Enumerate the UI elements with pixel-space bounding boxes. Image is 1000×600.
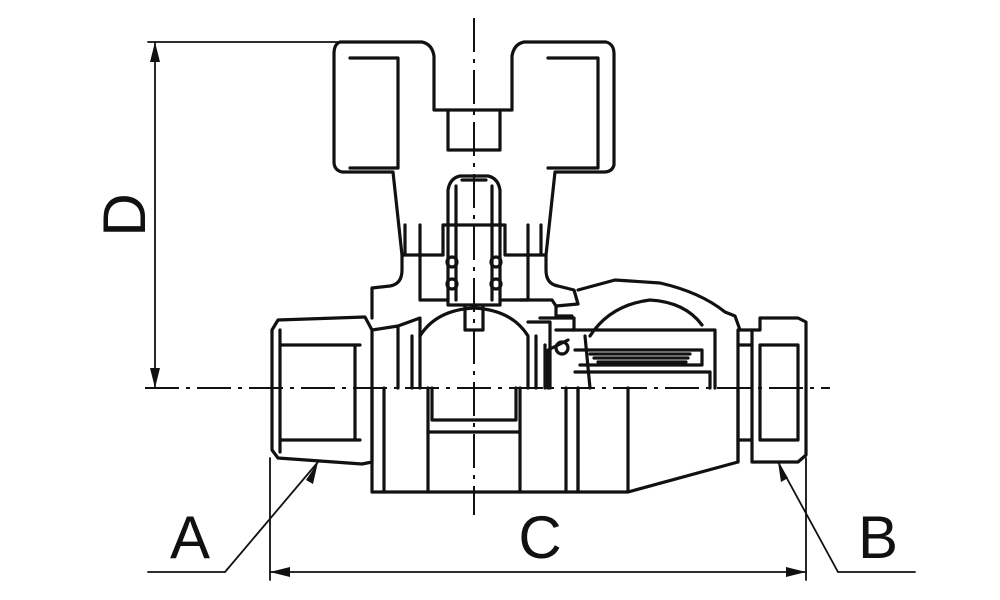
centerlines [145,18,830,515]
o-ring-left-2 [445,277,459,291]
label-c: C [518,504,561,571]
label-b: B [858,504,898,571]
dimension-c: C [269,457,807,581]
butterfly-handle [332,40,616,257]
o-ring-left-1 [445,255,459,269]
check-valve-section [546,278,808,390]
arrow-d-bottom [150,368,160,388]
label-d: D [91,193,158,236]
dimension-d: D [91,41,341,389]
left-threaded-end [270,315,374,466]
arrow-c-left [270,567,290,577]
o-ring-right-2 [489,277,503,291]
arrow-a [306,462,318,484]
arrow-c-right [786,567,806,577]
label-a: A [170,504,210,571]
o-ring-right-1 [489,255,503,269]
arrow-b [778,462,788,482]
arrow-d-top [150,42,160,62]
right-threaded-end [576,328,808,494]
leader-a: A [147,461,319,573]
leader-b: B [777,461,916,573]
valve-body-neck [370,253,580,320]
valve-stem [418,174,530,332]
